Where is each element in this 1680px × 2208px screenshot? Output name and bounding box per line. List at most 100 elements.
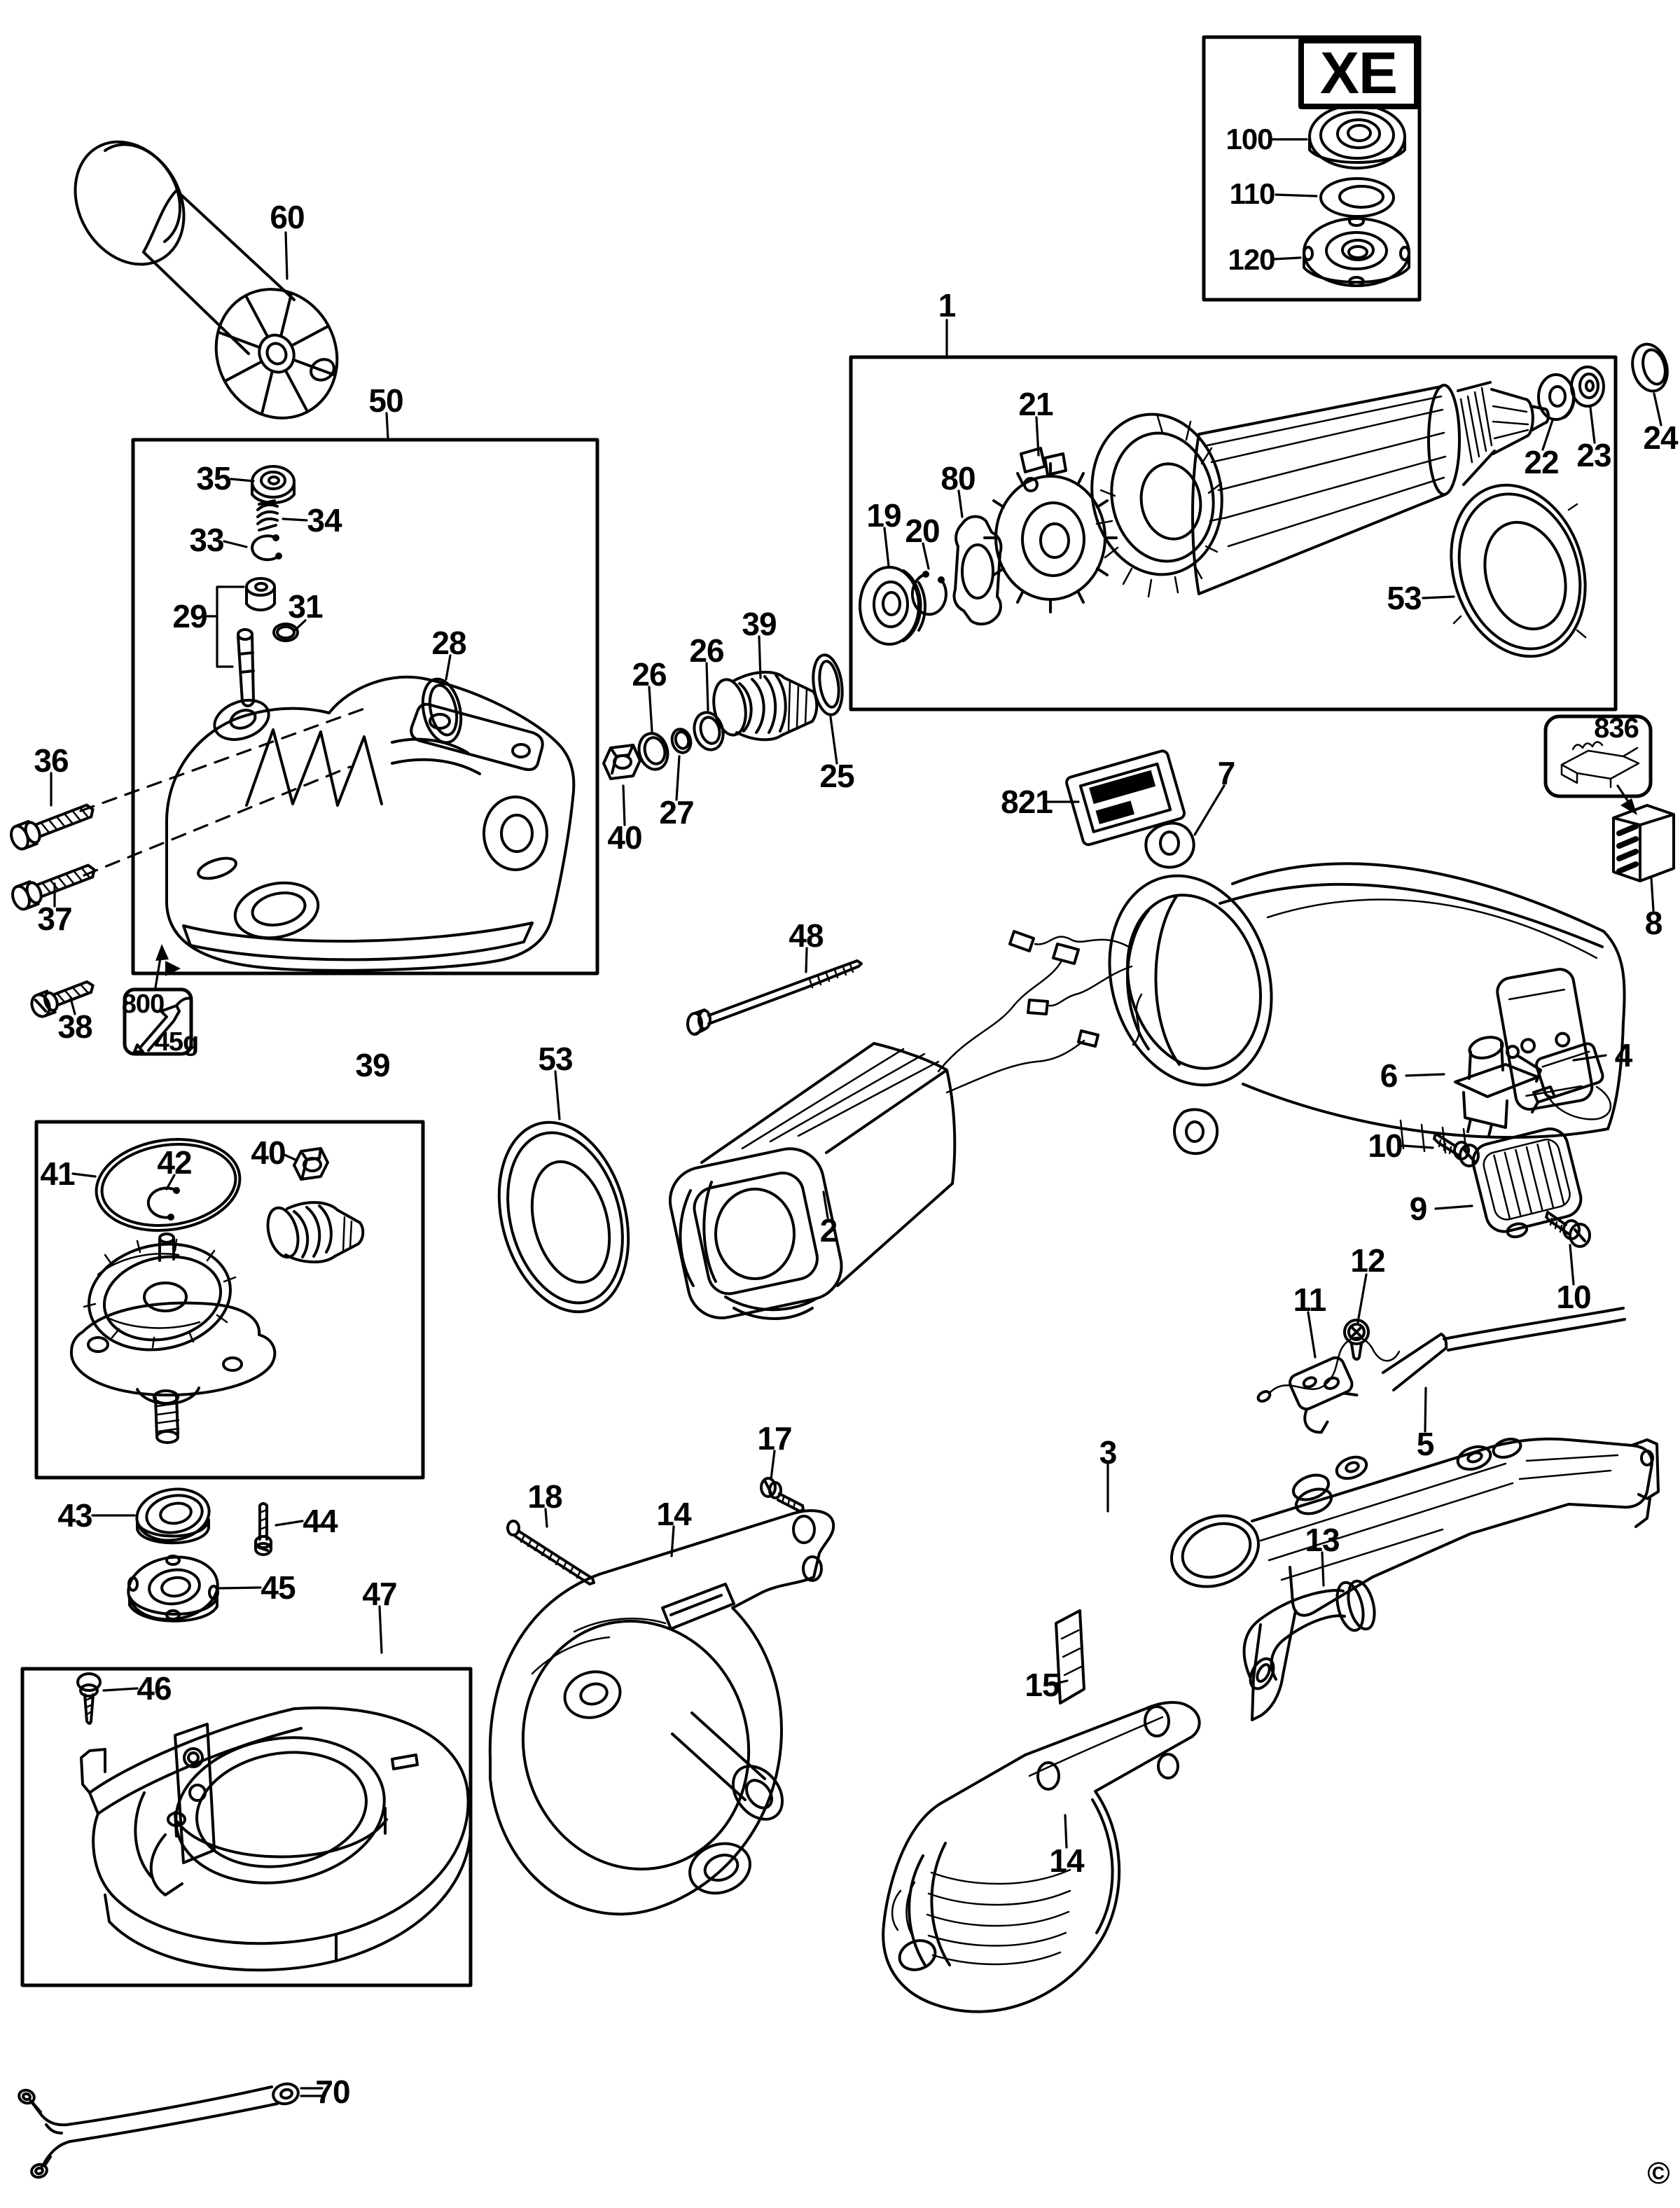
part-5-cord: [1256, 1307, 1626, 1403]
callout-15: 15: [1025, 1667, 1060, 1703]
part-48-through-bolt: [686, 959, 863, 1036]
callout-18: 18: [527, 1478, 562, 1515]
callout-20: 20: [905, 513, 940, 549]
callout-27: 27: [659, 794, 694, 831]
screw-36: [10, 803, 95, 851]
callout-25: 25: [819, 758, 854, 794]
screw-10b: [1545, 1211, 1591, 1248]
part-3-switch-bracket: [1169, 1437, 1660, 1721]
part-pinion-gear-box: [266, 1201, 365, 1264]
callout-41: 41: [40, 1155, 75, 1192]
callout-22: 22: [1524, 444, 1559, 480]
callout-24: 24: [1643, 419, 1678, 456]
brush-holder-inset-icon: [1560, 741, 1640, 815]
callout-36: 36: [34, 742, 69, 779]
part-26b-washer: [693, 711, 725, 751]
callout-35: 35: [196, 460, 231, 497]
callout-33: 33: [189, 522, 224, 558]
part-120-outer-flange: [1303, 216, 1410, 287]
part-43-bearing-flange: [135, 1487, 211, 1545]
part-40-hex-nut-gear: [293, 1147, 329, 1181]
part-14-housing-lower: [882, 1701, 1201, 2013]
part-7-motor-housing: [1008, 821, 1626, 1155]
assembly-box-guard: [20, 1667, 473, 1987]
part-gear-flange-assembly: [69, 1233, 277, 1444]
part-27-ring: [670, 728, 693, 754]
part-28-seal-ring: [421, 677, 463, 744]
callout-11: 11: [1293, 1282, 1327, 1318]
callout-26-a: 26: [632, 656, 667, 693]
callout-46: 46: [137, 1670, 172, 1707]
part-31-o-ring: [272, 623, 299, 642]
part-42-snap-ring: [146, 1186, 180, 1221]
callout-48: 48: [789, 917, 824, 954]
part-110-wave-washer: [1319, 177, 1395, 218]
screw-38: [30, 980, 95, 1018]
callout-7: 7: [1217, 755, 1236, 791]
part-35-bearing: [251, 465, 296, 504]
callout-110: 110: [1229, 177, 1276, 210]
callout-38: 38: [57, 1008, 92, 1045]
callout-26-b: 26: [689, 632, 724, 669]
grease-code: 800: [121, 990, 165, 1019]
screw-44: [254, 1502, 272, 1556]
part-60-side-handle: [74, 140, 339, 419]
callout-2: 2: [819, 1212, 838, 1249]
part-33-circlip: [251, 534, 282, 562]
part-70-pin-wrench: [18, 2082, 300, 2179]
grease-tube-icon: [133, 944, 192, 1053]
callout-4: 4: [1614, 1037, 1633, 1074]
callout-5: 5: [1416, 1426, 1435, 1462]
callout-12: 12: [1350, 1242, 1385, 1279]
grease-amount: 45g: [154, 1027, 199, 1057]
callout-23: 23: [1576, 437, 1611, 473]
screw-17: [760, 1477, 805, 1513]
callout-34: 34: [307, 502, 342, 539]
part-34-spring: [256, 499, 279, 532]
part-41-o-ring: [95, 1138, 242, 1232]
callout-80: 80: [940, 460, 976, 497]
leader-lines: [50, 138, 1662, 2097]
part-47-wheel-guard: [80, 1706, 473, 1972]
copyright-mark: ©: [1647, 2156, 1669, 2190]
callout-47: 47: [362, 1576, 397, 1612]
assembly-box-1: [849, 355, 1618, 711]
callout-45: 45: [261, 1569, 296, 1606]
part-821-nameplate: [1065, 749, 1186, 847]
part-21-fan-baffle: [983, 447, 1118, 613]
part-53-baffle-mid: [497, 1120, 630, 1314]
callout-70: 70: [315, 2074, 350, 2110]
part-26a-washer: [637, 732, 669, 771]
screw-12: [1343, 1319, 1370, 1361]
callout-821: 821: [1001, 784, 1053, 820]
callout-43: 43: [57, 1497, 92, 1534]
part-23-bearing: [1570, 366, 1605, 408]
part-20-snap-ring: [910, 571, 947, 616]
inset-title-xe: XE: [1319, 40, 1398, 106]
part-19-bearing: [859, 566, 926, 646]
callout-13: 13: [1305, 1522, 1340, 1558]
part-gear-case: [165, 675, 576, 972]
part-22-washer: [1537, 373, 1576, 421]
part-4-capacitor: [1531, 1042, 1612, 1120]
callout-29: 29: [172, 598, 207, 634]
callout-37: 37: [37, 901, 72, 937]
part-armature: [1090, 381, 1550, 598]
part-100-flange-nut: [1308, 104, 1406, 169]
screw-18: [506, 1520, 595, 1585]
callout-21: 21: [1018, 386, 1053, 422]
callout-8: 8: [1644, 905, 1663, 941]
callout-39-mid: 39: [355, 1047, 390, 1083]
callout-14-upper: 14: [656, 1496, 691, 1532]
callout-60: 60: [270, 199, 305, 235]
part-80-insulator: [952, 515, 1003, 625]
brush-inset-code: 836: [1594, 713, 1639, 744]
assembly-box-50: [131, 438, 599, 975]
callout-3: 3: [1099, 1434, 1118, 1471]
callout-17: 17: [757, 1420, 792, 1457]
part-25-ring: [812, 653, 844, 716]
callout-44: 44: [303, 1503, 338, 1539]
part-13-cord-protector: [1242, 1579, 1376, 1690]
part-2-stator: [668, 943, 1099, 1320]
